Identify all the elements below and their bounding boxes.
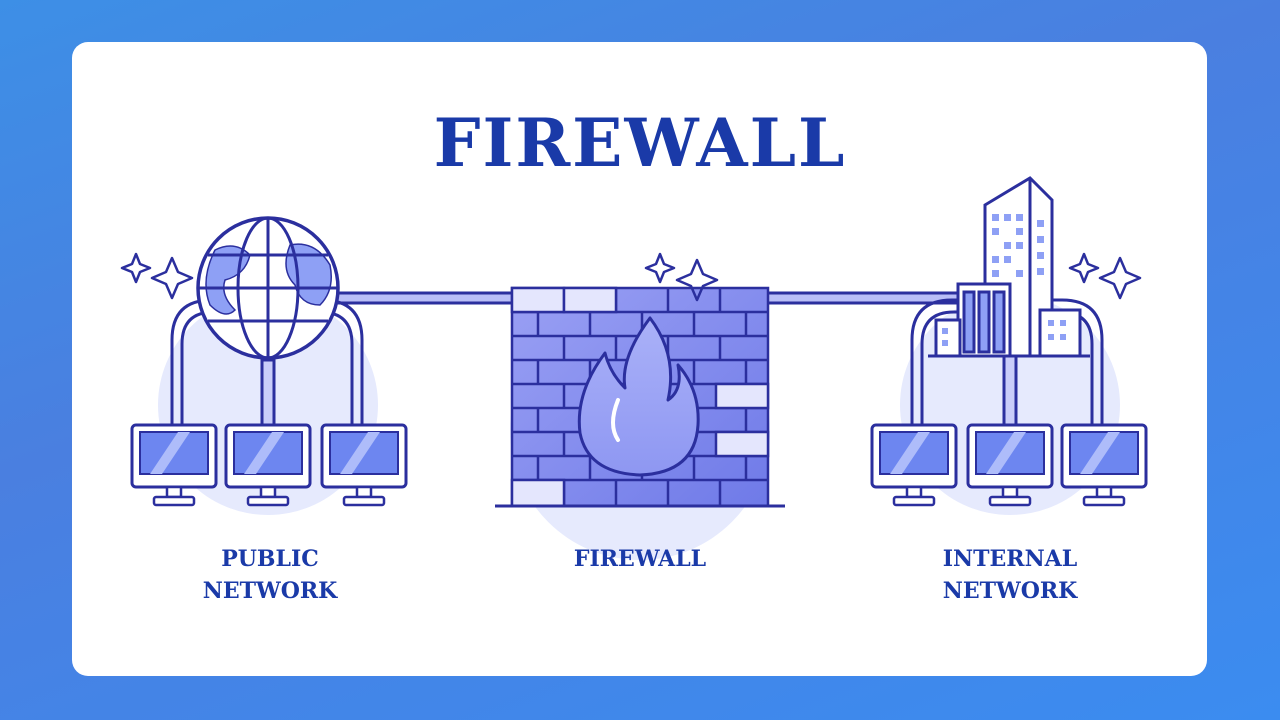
monitor-icon [320, 423, 408, 507]
flame-icon [577, 316, 700, 477]
sparkle-icon [120, 252, 194, 300]
monitor-icon [130, 423, 218, 507]
monitor-icon [1060, 423, 1148, 507]
monitor-icon [224, 423, 312, 507]
monitor-icon [870, 423, 958, 507]
public-monitors [130, 423, 408, 507]
monitor-icon [966, 423, 1054, 507]
firewall-group [495, 252, 785, 508]
public-network-label: PUBLIC NETWORK [140, 543, 400, 607]
internal-monitors [870, 423, 1148, 507]
building-icon [928, 176, 1090, 358]
sparkle-icon [1068, 252, 1142, 300]
firewall-label: FIREWALL [510, 543, 770, 575]
internal-network-label-line2: NETWORK [942, 578, 1078, 604]
public-network-group [120, 216, 408, 507]
internal-network-label-line1: INTERNAL [942, 546, 1078, 572]
globe-icon [196, 216, 340, 360]
public-network-label-line1: PUBLIC [221, 546, 319, 572]
public-network-label-line2: NETWORK [202, 578, 338, 604]
brick-wall-icon [495, 286, 785, 508]
internal-network-label: INTERNAL NETWORK [880, 543, 1140, 607]
internal-cables [910, 298, 1104, 432]
firewall-label-line1: FIREWALL [573, 546, 707, 572]
page-title: FIREWALL [433, 104, 847, 182]
internal-network-group [870, 176, 1148, 507]
sparkle-icon [644, 252, 719, 302]
